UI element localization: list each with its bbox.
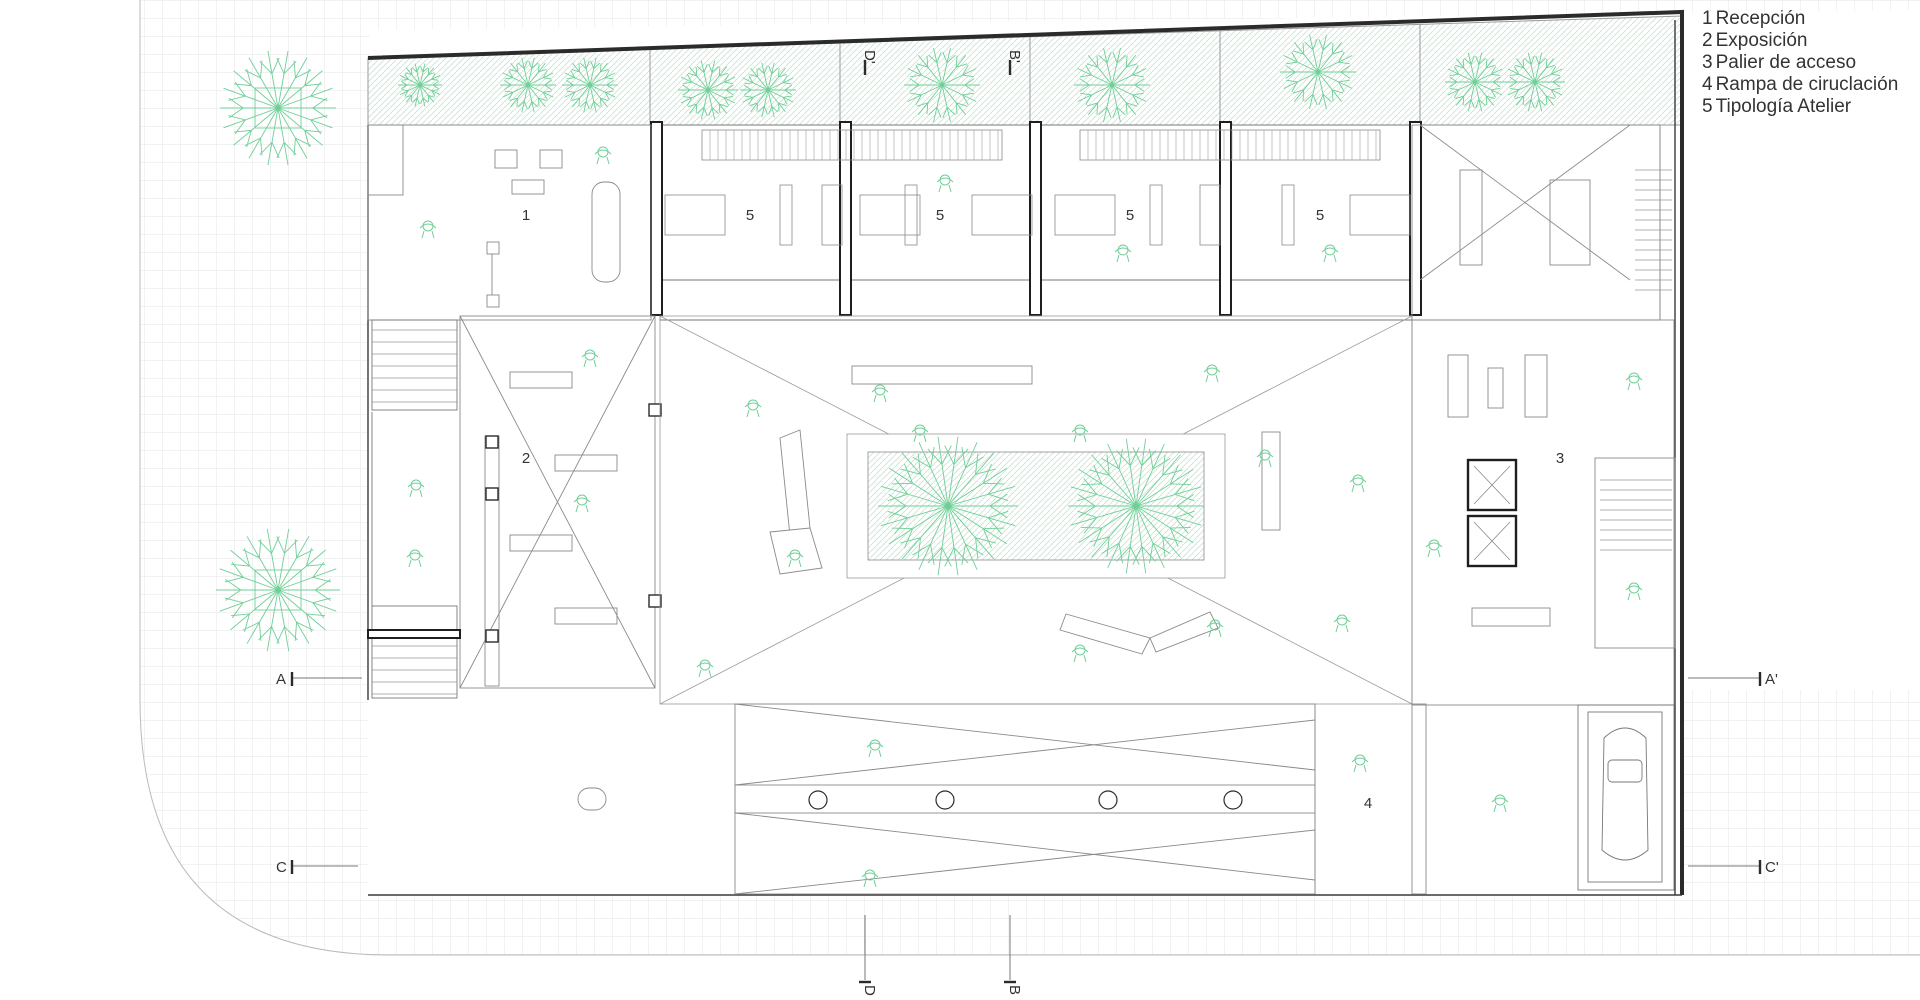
person [419,220,437,239]
person [911,424,929,443]
person [1351,754,1369,773]
tree [678,60,738,120]
person [581,349,599,368]
tree [216,528,340,652]
ramp-posts [808,790,1243,810]
tree [398,63,442,107]
section-b-prime: B' [1006,50,1023,63]
west-stair-treads [372,169,1672,695]
room-number-atelier-1: 5 [746,207,754,224]
person [594,146,612,165]
section-lines [290,60,1762,984]
courtyard-benches [769,365,1281,655]
person [1114,244,1132,263]
section-d-prime: D' [861,50,878,64]
person [1071,424,1089,443]
section-d: D [861,985,878,996]
exterior-walls [367,9,1684,895]
section-c-prime: C' [1765,859,1779,876]
west-stair [371,319,458,699]
tree-pit [254,569,302,611]
section-b: B [1006,985,1023,995]
person [1425,539,1443,558]
person [1256,449,1274,468]
person [786,549,804,568]
person [696,659,714,678]
person [1071,644,1089,663]
tree [878,436,1018,576]
access-landing [1411,124,1676,706]
room-numbers: 1 2 3 4 5 5 5 5 [522,207,1564,812]
people [406,146,1643,888]
atelier-stair-treads [701,130,1377,160]
elevator-x [1473,465,1511,561]
top-planter [367,15,1683,126]
person [1491,794,1509,813]
tree [562,57,618,113]
exhibition-columns [485,403,662,643]
tree [1505,52,1565,112]
tree [1068,438,1204,574]
room-number-reception: 1 [522,207,530,224]
ramp [577,703,1427,895]
columns [650,121,1422,316]
west-stair-wall [367,629,461,639]
planter-dividers [649,24,1421,125]
tree [500,57,556,113]
room-number-exhibition: 2 [522,450,530,467]
tree [740,62,796,118]
sidewalk-grid [140,0,1920,955]
tree [1280,34,1356,110]
person [407,479,425,498]
person [406,549,424,568]
person [1333,614,1351,633]
person [1206,619,1224,638]
room-number-atelier-4: 5 [1316,207,1324,224]
person [1203,364,1221,383]
section-labels: A A' C C' B' D' B D [276,50,1779,996]
trees [216,34,1565,652]
person [573,494,591,513]
exhibition-room [459,315,656,689]
room-number-ramp: 4 [1364,795,1372,812]
section-a: A [276,671,286,688]
person [861,869,879,888]
person [1349,474,1367,493]
person [936,174,954,193]
tree [1074,47,1150,123]
room-number-atelier-2: 5 [936,207,944,224]
tree [220,50,336,166]
section-a-prime: A' [1765,671,1778,688]
person [871,384,889,403]
person [1321,244,1339,263]
room-number-access: 3 [1556,450,1564,467]
section-c: C [276,859,287,876]
person [866,739,884,758]
parking-bay [1577,704,1675,891]
tree [904,47,980,123]
room-number-atelier-3: 5 [1126,207,1134,224]
tree-pit [254,87,302,129]
sidewalk-edge [139,0,1920,956]
person [1625,582,1643,601]
person [744,399,762,418]
atelier-furniture [664,184,1411,246]
tree [1445,52,1505,112]
reception-room [367,124,652,321]
person [1625,372,1643,391]
